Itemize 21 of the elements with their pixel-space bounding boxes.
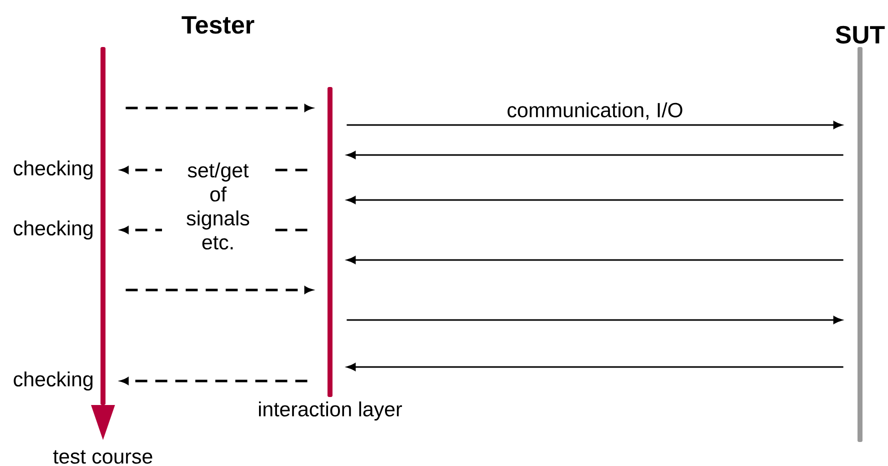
side-heading: Tester [182,16,254,34]
signal-note: set/get of signals etc. [162,160,274,252]
arrow [346,316,842,324]
edge-label: communication, I/O [504,100,686,122]
arrow [346,196,844,204]
edge-label: checking [12,370,95,392]
arrow [346,363,844,371]
arrow [120,377,308,385]
edge-label: checking [12,219,95,241]
arrow [126,104,312,112]
arrow [346,121,842,129]
lifeline [91,47,115,440]
lifeline: SUT [836,26,885,442]
arrow [346,256,844,264]
node-label: SUT [836,26,885,44]
edge-label: checking [12,159,95,181]
arrow [126,286,312,294]
lifeline [328,87,332,397]
arrow [346,151,844,159]
lifeline-caption: test course [53,450,152,464]
lifeline-caption: interaction layer [259,401,402,421]
